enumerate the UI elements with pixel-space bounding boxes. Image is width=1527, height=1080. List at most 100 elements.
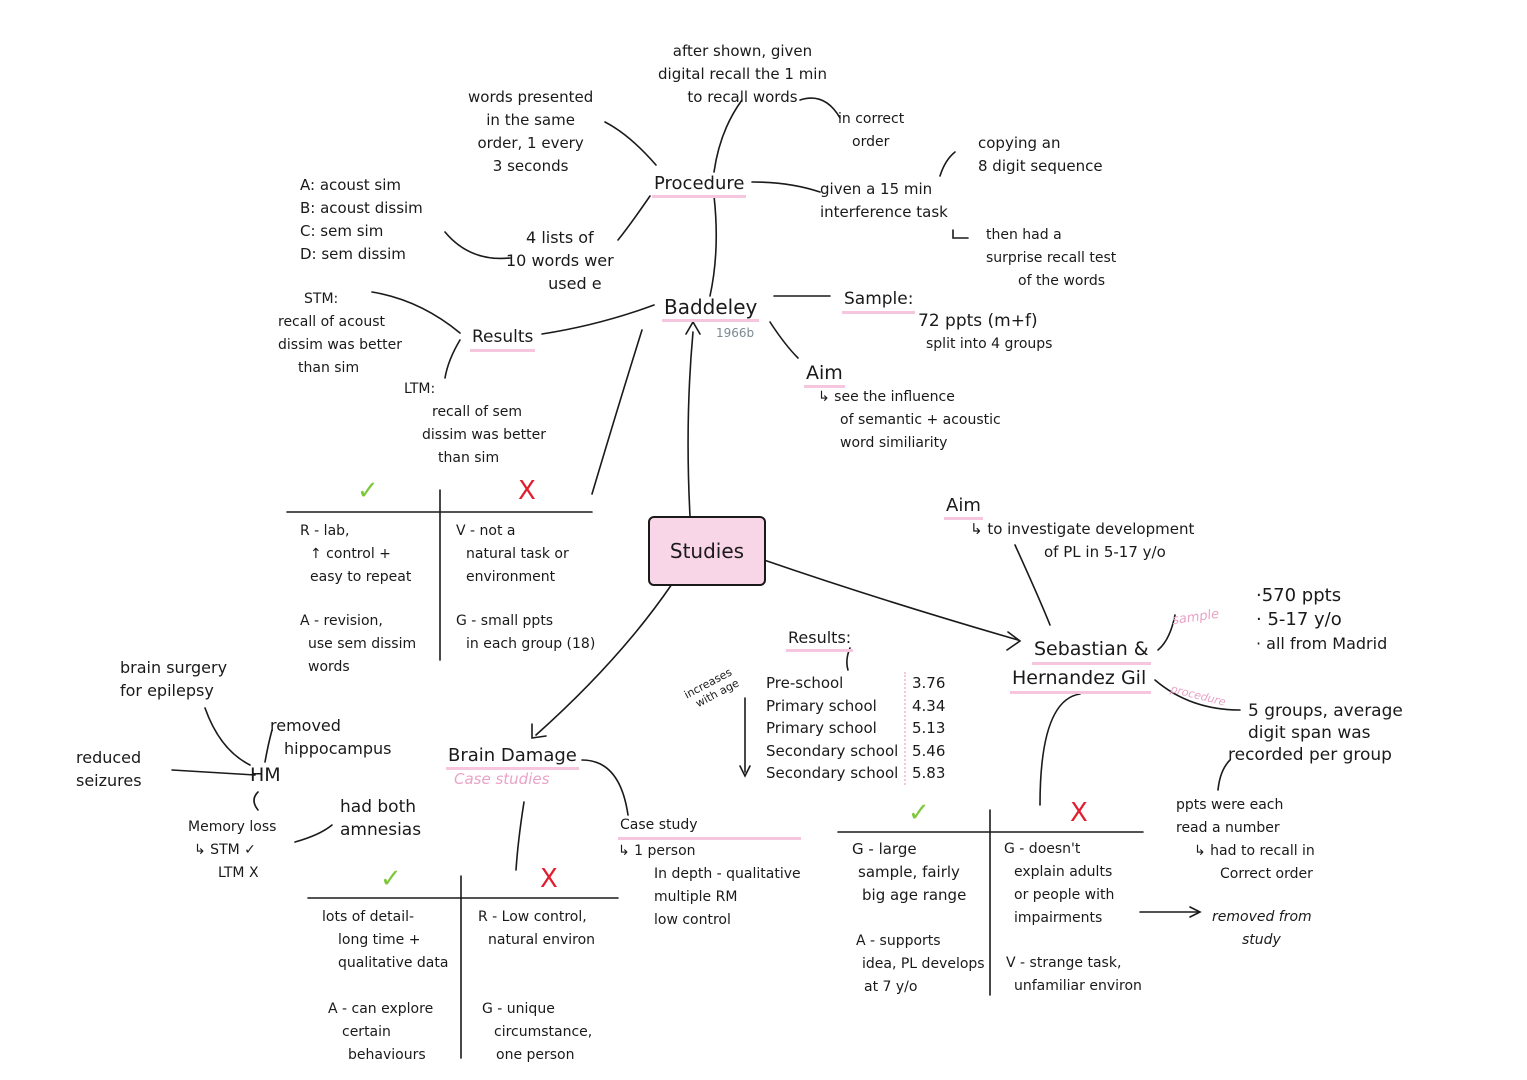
sebastian-aim-note: ↳ to investigate development of PL in 5-… — [970, 518, 1194, 564]
note-line: A - supports — [856, 933, 941, 949]
note-line: surprise recall test — [986, 250, 1117, 266]
case-study-note: Case study ↳ 1 person In depth - qualita… — [618, 814, 801, 932]
seizures-note: reduced seizures — [76, 746, 142, 792]
note-line: after shown, given — [672, 42, 813, 60]
note-line: low control — [654, 912, 731, 928]
condition-item: A: acoust sim — [300, 176, 402, 194]
note-line: than sim — [298, 360, 360, 376]
note-line: Correct order — [1220, 866, 1313, 882]
result-value: 3.76 — [912, 674, 946, 692]
note-line: recorded per group — [1228, 745, 1392, 765]
sebastian-title-line: Sebastian & — [1032, 636, 1151, 665]
note-line: G - small ppts — [456, 613, 554, 629]
lists-note: 4 lists of 10 words wer used e — [506, 226, 614, 295]
note-line: one person — [496, 1047, 575, 1063]
results-label-text: Results — [470, 326, 536, 352]
brain-strength-2: A - can explore certain behaviours — [328, 998, 433, 1067]
note-line: copying an — [978, 134, 1061, 152]
note-line: A - revision, — [300, 613, 383, 629]
tick-icon: ✓ — [908, 798, 930, 828]
result-group: Primary school — [766, 719, 877, 737]
note-line: of PL in 5-17 y/o — [1044, 543, 1166, 561]
note-line: ↑ control + — [310, 546, 391, 562]
note-line: idea, PL develops — [862, 956, 985, 972]
note-line: qualitative data — [338, 955, 449, 971]
note-line: G - large — [852, 840, 917, 858]
brain-weakness-2: G - unique circumstance, one person — [482, 998, 592, 1067]
note-line: amnesias — [340, 820, 422, 840]
note-line: natural environ — [488, 932, 596, 948]
cross-icon: X — [540, 864, 558, 894]
baddeley-weakness-1: V - not a natural task or environment — [456, 520, 569, 589]
sebastian-results-label: Results: — [786, 626, 854, 652]
sebastian-title[interactable]: Sebastian & Hernandez Gil — [1010, 636, 1151, 694]
note-line: brain surgery — [120, 658, 228, 677]
note-line: word similiarity — [840, 435, 948, 451]
studies-node[interactable]: Studies — [648, 516, 766, 586]
result-value: 5.83 — [912, 764, 946, 782]
note-line: use sem dissim — [308, 636, 417, 652]
note-line: long time + — [338, 932, 421, 948]
note-line: in each group (18) — [466, 636, 596, 652]
procedure-copying-note: copying an 8 digit sequence — [978, 132, 1103, 178]
note-line: V - not a — [456, 523, 516, 539]
note-line: ↳ see the influence — [818, 389, 955, 405]
note-line: V - strange task, — [1006, 955, 1122, 971]
result-group: Primary school — [766, 696, 877, 715]
brain-damage-title-text: Brain Damage — [446, 744, 579, 770]
procedure-order-note: in correct order — [838, 108, 904, 154]
baddeley-strength-1: R - lab, ↑ control + easy to repeat — [300, 520, 411, 589]
note-line: in correct — [838, 111, 905, 127]
note-line: given a 15 min — [820, 180, 933, 198]
note-line: of semantic + acoustic — [840, 412, 1001, 428]
note-line: certain — [342, 1024, 391, 1040]
surgery-note: brain surgery for epilepsy — [120, 656, 227, 702]
note-line: dissim was better — [422, 427, 546, 443]
baddeley-title[interactable]: Baddeley — [662, 296, 760, 322]
procedure-label: Procedure — [652, 172, 747, 198]
note-line: circumstance, — [494, 1024, 593, 1040]
sebastian-title-line: Hernandez Gil — [1010, 665, 1151, 694]
note-line: 4 lists of — [526, 228, 594, 247]
note-line: 5 groups, average — [1248, 701, 1403, 721]
results-groups: Pre-school Primary school Primary school… — [766, 672, 898, 785]
note-line: STM: — [304, 291, 339, 307]
results-ltm-note: LTM: recall of sem dissim was better tha… — [404, 378, 546, 470]
removed-study-note: removed from study — [1212, 906, 1312, 952]
note-line: split into 4 groups — [926, 336, 1053, 352]
sebastian-strength-2: A - supports idea, PL develops at 7 y/o — [856, 930, 985, 999]
note-line: easy to repeat — [310, 569, 412, 585]
note-line: LTM X — [218, 865, 259, 881]
note-line: explain adults — [1014, 864, 1113, 880]
note-line: sample, fairly — [858, 863, 960, 881]
brain-weakness-1: R - Low control, natural environ — [478, 906, 595, 952]
baddeley-sample-label: Sample: — [842, 288, 916, 314]
baddeley-aim-label: Aim — [804, 362, 845, 388]
aim-label-text: Aim — [944, 494, 983, 520]
amnesias-note: had both amnesias — [340, 796, 421, 842]
note-line: words — [308, 659, 350, 675]
note-line: 8 digit sequence — [978, 157, 1103, 175]
cross-icon: X — [518, 476, 536, 506]
note-line: 10 words wer — [506, 251, 614, 270]
note-line: removed — [270, 716, 341, 735]
result-group: Secondary school — [766, 741, 899, 760]
note-line: for epilepsy — [120, 681, 214, 700]
note-line: recall of sem — [432, 404, 523, 420]
note-line: interference task — [820, 203, 948, 221]
condition-item: D: sem dissim — [300, 245, 406, 263]
baddeley-weakness-2: G - small ppts in each group (18) — [456, 610, 595, 656]
result-group: Pre-school — [766, 674, 844, 692]
note-line: seizures — [76, 771, 142, 790]
note-line: at 7 y/o — [864, 979, 918, 995]
procedure-after-note: after shown, given digital recall the 1 … — [658, 40, 827, 109]
note-line: reduced — [76, 748, 142, 767]
note-line: ↳ STM ✓ — [194, 842, 256, 858]
note-line: than sim — [438, 450, 500, 466]
cross-icon: X — [1070, 798, 1088, 828]
note-line: ↳ had to recall in — [1194, 843, 1315, 859]
note-line: to recall words — [687, 88, 798, 106]
brain-damage-title[interactable]: Brain Damage — [446, 744, 579, 770]
